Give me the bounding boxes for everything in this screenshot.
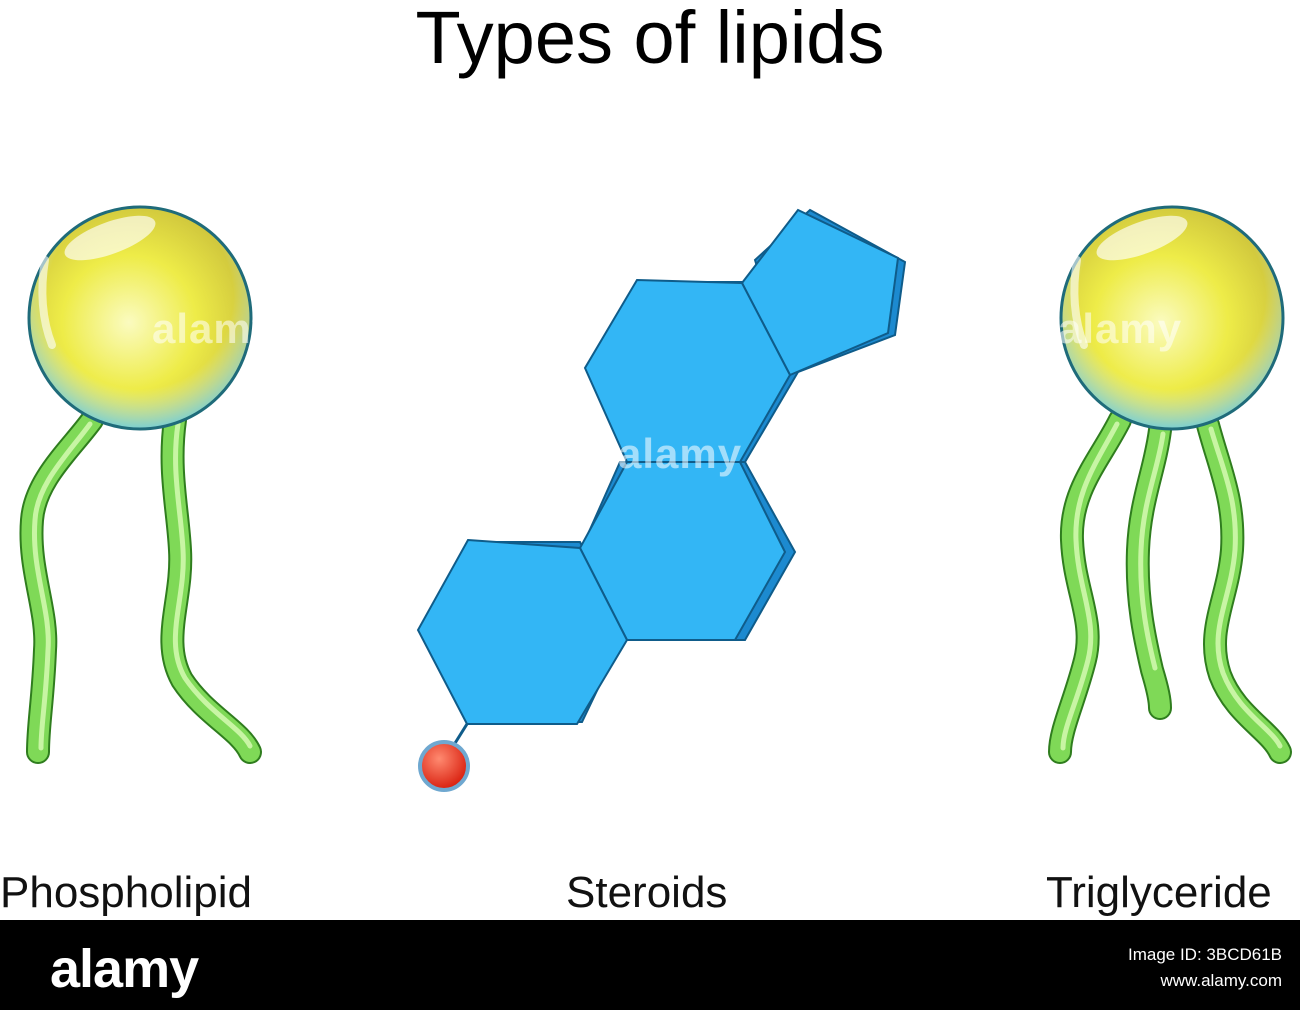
steroid-molecule bbox=[416, 208, 907, 792]
phospholipid-tail-right bbox=[160, 408, 262, 764]
alamy-logo: alamy bbox=[50, 939, 199, 999]
lipids-diagram bbox=[19, 205, 1292, 792]
phospholipid-head bbox=[27, 205, 253, 431]
phospholipid-label: Phospholipid bbox=[0, 868, 252, 917]
triglyceride-head bbox=[1059, 205, 1285, 431]
image-id-text: Image ID: 3BCD61B bbox=[1127, 945, 1282, 964]
steroid-ring-a bbox=[416, 538, 629, 725]
footer-bar: alamy Image ID: 3BCD61B www.alamy.com bbox=[0, 920, 1300, 1010]
phospholipid-molecule bbox=[19, 205, 262, 764]
triglyceride-tail-left bbox=[1048, 408, 1132, 764]
triglyceride-tail-middle bbox=[1125, 418, 1172, 720]
phospholipid-tail-left bbox=[19, 408, 104, 764]
footer-url: www.alamy.com bbox=[1160, 971, 1282, 990]
steroids-label: Steroids bbox=[566, 868, 728, 917]
triglyceride-molecule bbox=[1048, 205, 1292, 764]
hydroxyl-group bbox=[418, 723, 470, 792]
triglyceride-label: Triglyceride bbox=[1046, 868, 1272, 917]
footer-info: Image ID: 3BCD61B www.alamy.com bbox=[1128, 942, 1282, 994]
page-title: Types of lipids bbox=[415, 0, 885, 79]
triglyceride-tail-right bbox=[1196, 413, 1292, 764]
